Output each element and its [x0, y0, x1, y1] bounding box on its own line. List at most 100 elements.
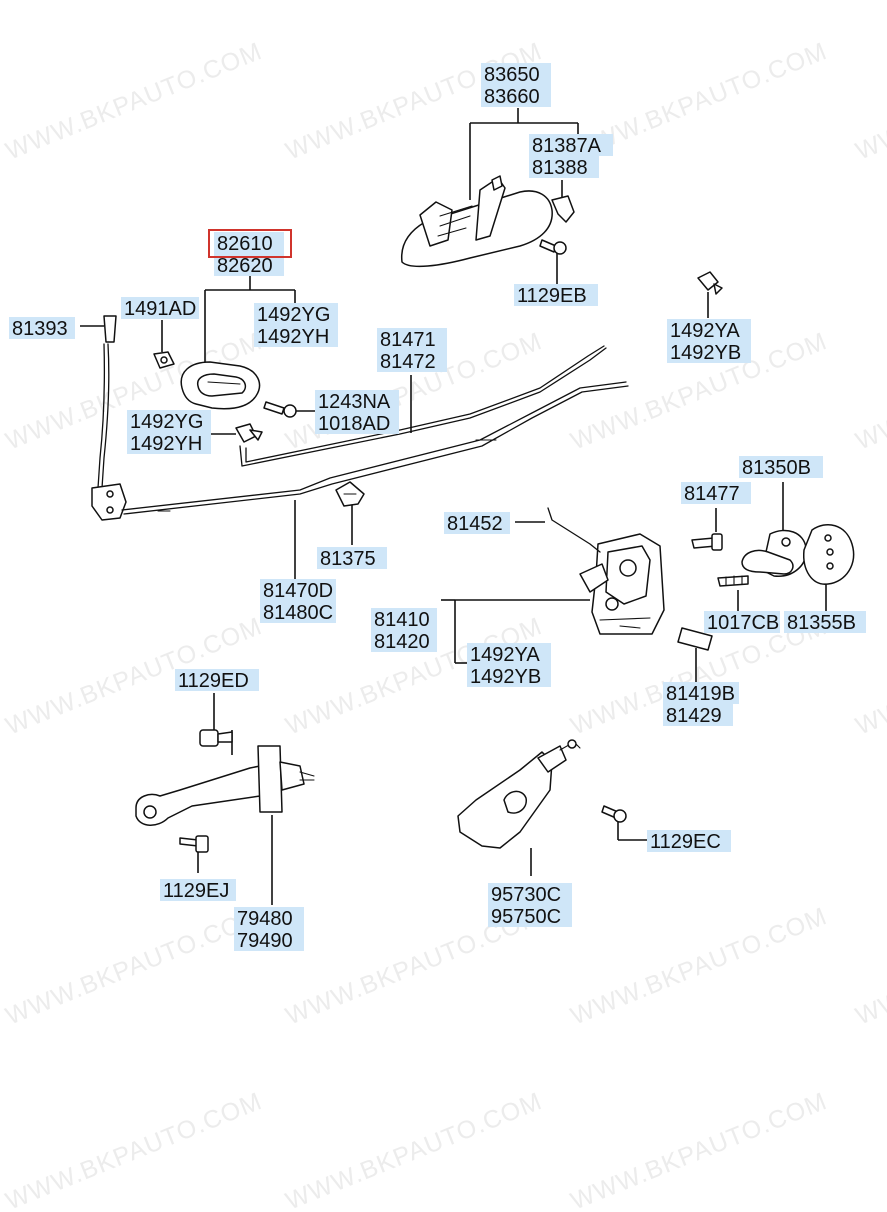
part-number-81429[interactable]: 81429 — [666, 705, 722, 727]
part-number-1492ya_b[interactable]: 1492YA — [470, 644, 540, 666]
label-bg-p81388 — [529, 156, 599, 178]
part-number-95750c[interactable]: 95750C — [491, 906, 561, 928]
rods-81471-81470D — [121, 345, 629, 515]
watermark-text: WWW.BKPAUTO.COM — [282, 1087, 546, 1212]
label-bg-p82620 — [214, 254, 284, 276]
part-number-81410[interactable]: 81410 — [374, 609, 430, 631]
part-number-83660[interactable]: 83660 — [484, 86, 540, 108]
part-number-1492yg_b[interactable]: 1492YG — [130, 411, 203, 433]
label-bg-p1492YB_b — [467, 665, 551, 687]
label-bg-p1129EC — [647, 830, 731, 852]
part-number-81472[interactable]: 81472 — [380, 351, 436, 373]
part-number-81477[interactable]: 81477 — [684, 483, 740, 505]
pad-81419B — [677, 627, 713, 651]
part-number-81350b[interactable]: 81350B — [742, 457, 811, 479]
label-bg-p83660 — [481, 85, 551, 107]
door-latch-81410 — [547, 507, 665, 635]
watermark-text: WWW.BKPAUTO.COM — [852, 902, 887, 1031]
part-number-83650[interactable]: 83650 — [484, 64, 540, 86]
part-number-1129ed[interactable]: 1129ED — [178, 670, 249, 692]
part-number-1492yg_a[interactable]: 1492YG — [257, 304, 330, 326]
part-number-81419b[interactable]: 81419B — [666, 683, 735, 705]
clip-1491AD — [153, 351, 175, 369]
part-number-81355b[interactable]: 81355B — [787, 612, 856, 634]
part-number-1492yh_a[interactable]: 1492YH — [257, 326, 329, 348]
part-number-1129ej[interactable]: 1129EJ — [163, 880, 229, 902]
rod-clip-81375 — [335, 481, 365, 507]
part-number-81420[interactable]: 81420 — [374, 631, 430, 653]
screw-1243NA — [263, 401, 297, 418]
label-bg-p1492YH_a — [254, 325, 338, 347]
outside-door-handle — [400, 175, 553, 268]
bolt-1129EC — [601, 805, 627, 823]
part-number-82620[interactable]: 82620 — [217, 255, 273, 277]
part-number-81480c[interactable]: 81480C — [263, 602, 333, 624]
part-number-1017cb[interactable]: 1017CB — [707, 612, 779, 634]
label-bg-p81410 — [371, 608, 437, 630]
part-number-1492ya_a[interactable]: 1492YA — [670, 320, 740, 342]
part-number-1492yb_a[interactable]: 1492YB — [670, 342, 741, 364]
part-number-1018ad[interactable]: 1018AD — [318, 413, 390, 435]
screw-1017CB — [717, 575, 749, 587]
label-bg-p1017CB — [704, 611, 780, 633]
part-number-79490[interactable]: 79490 — [237, 930, 293, 952]
watermark-text: WWW.BKPAUTO.COM — [567, 902, 831, 1031]
label-bg-p81419B — [663, 682, 739, 704]
striker-shim-81355B — [803, 524, 855, 585]
part-number-95730c[interactable]: 95730C — [491, 884, 561, 906]
part-number-81387a[interactable]: 81387A — [532, 135, 602, 157]
bolt-1129EB — [539, 239, 567, 255]
label-bg-p83650 — [481, 63, 551, 85]
part-number-1129ec[interactable]: 1129EC — [650, 831, 721, 853]
lock-bellcrank — [91, 483, 127, 521]
label-bg-p1018AD — [315, 412, 399, 434]
part-number-82610[interactable]: 82610 — [217, 233, 273, 255]
part-number-1243na[interactable]: 1243NA — [318, 391, 391, 413]
part-number-81452[interactable]: 81452 — [447, 513, 503, 535]
watermark-text: WWW.BKPAUTO.COM — [567, 1087, 831, 1212]
label-bg-p95730C — [488, 883, 572, 905]
label-bg-p81387A — [529, 134, 613, 156]
watermark-text: WWW.BKPAUTO.COM — [2, 37, 266, 166]
highlight-box — [208, 229, 292, 258]
label-bg-p81375 — [317, 547, 387, 569]
door-lock-actuator-95730C — [457, 739, 581, 849]
label-bg-p81350B — [739, 456, 823, 478]
label-bg-p1129ED — [175, 669, 259, 691]
part-number-81388[interactable]: 81388 — [532, 157, 588, 179]
part-number-1492yh_b[interactable]: 1492YH — [130, 433, 202, 455]
screw-81477 — [691, 533, 723, 551]
label-bg-p81452 — [444, 512, 510, 534]
leader-lines — [80, 108, 827, 905]
label-bg-p81472 — [377, 350, 447, 372]
label-bg-p81355B — [784, 611, 866, 633]
watermark-text: WWW.BKPAUTO.COM — [2, 1087, 266, 1212]
bolt-1129ED — [199, 729, 233, 747]
label-bg-p1129EB — [514, 284, 598, 306]
label-bg-p81471 — [377, 328, 447, 350]
label-bg-p1492YA_b — [467, 643, 551, 665]
part-number-81393[interactable]: 81393 — [12, 318, 68, 340]
label-bg-p1243NA — [315, 390, 399, 412]
part-number-79480[interactable]: 79480 — [237, 908, 293, 930]
part-number-1129eb[interactable]: 1129EB — [517, 285, 587, 307]
part-number-81471[interactable]: 81471 — [380, 329, 436, 351]
part-number-81470d[interactable]: 81470D — [263, 580, 333, 602]
label-bg-p1492YH_b — [127, 432, 211, 454]
part-number-1491ad[interactable]: 1491AD — [124, 298, 196, 320]
watermark-text: WWW.BKPAUTO.COM — [852, 37, 887, 166]
label-bg-p1492YG_a — [254, 303, 338, 325]
label-bg-p1491AD — [121, 297, 199, 319]
part-number-1492yb_b[interactable]: 1492YB — [470, 666, 541, 688]
handle-clip-81387A — [551, 195, 575, 223]
watermark-text: WWW.BKPAUTO.COM — [2, 902, 266, 1031]
bolt-1129EJ — [179, 835, 209, 853]
label-bg-p1492YG_b — [127, 410, 211, 432]
striker-81350B — [741, 529, 807, 577]
label-bg-p1492YB_a — [667, 341, 751, 363]
part-number-81375[interactable]: 81375 — [320, 548, 376, 570]
lock-knob-81393 — [103, 315, 117, 343]
label-bg-p81429 — [663, 704, 733, 726]
door-checker-79480 — [135, 745, 315, 826]
